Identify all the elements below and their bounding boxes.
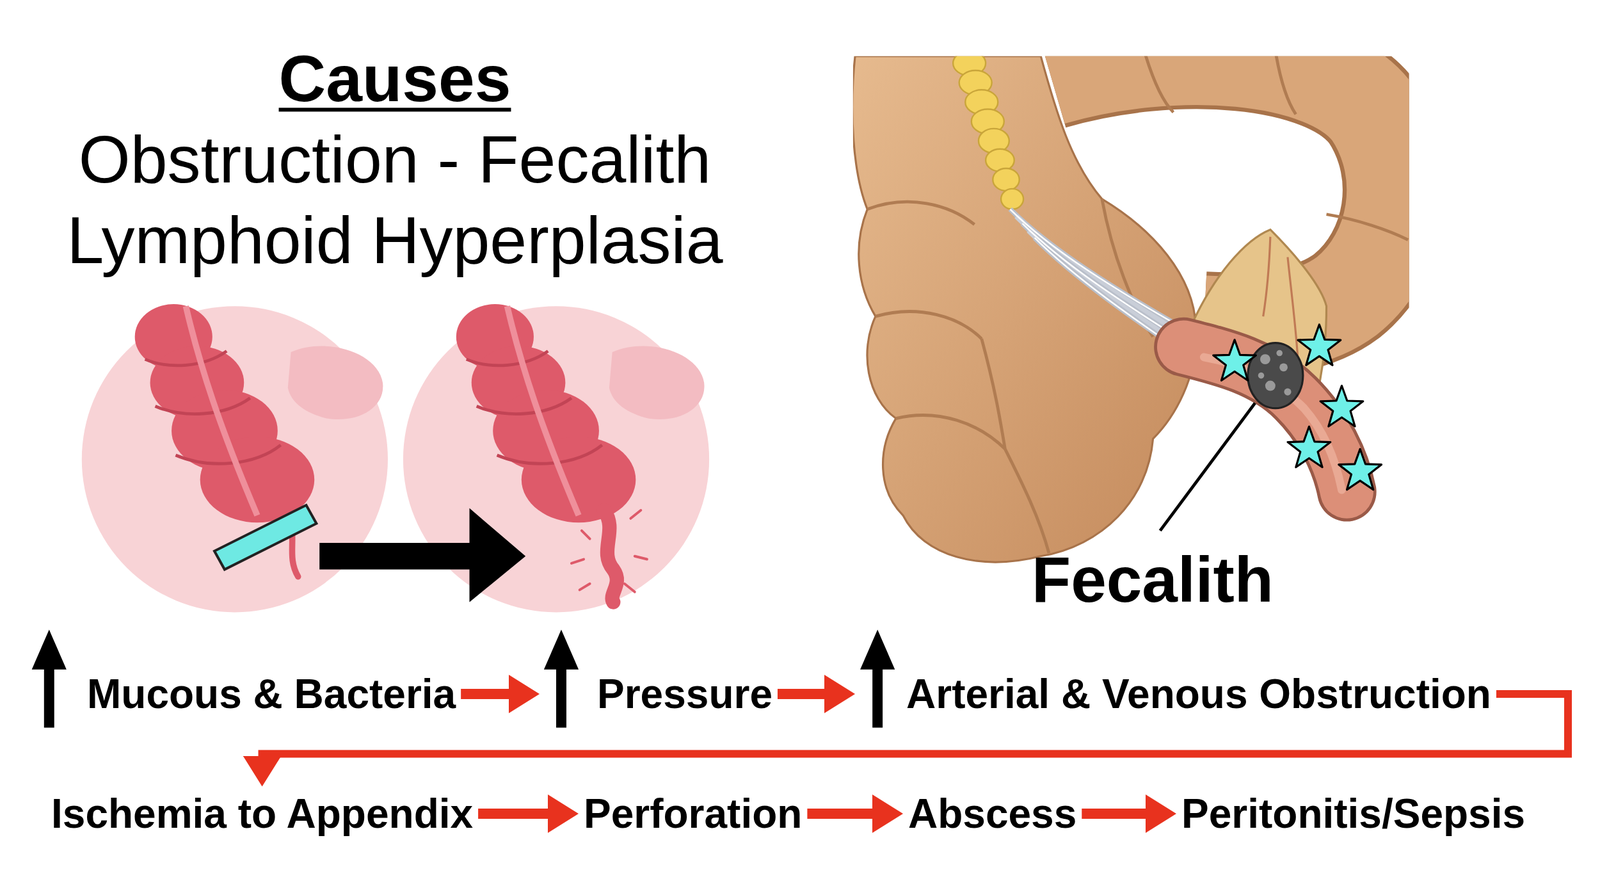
flow-step: Arterial & Venous Obstruction: [855, 666, 1497, 722]
flow-step: Abscess: [903, 786, 1082, 841]
leader-line: [1160, 403, 1256, 531]
star-symbol: [1213, 339, 1257, 381]
step-text: Abscess: [908, 789, 1077, 839]
flow-arrow: [1081, 808, 1151, 819]
part-label: Fecalith: [1031, 542, 1274, 617]
flow-arrow: [478, 808, 553, 819]
step-text: Pressure: [597, 669, 773, 719]
heading: Causes: [279, 41, 512, 117]
step-text: Peritonitis/Sepsis: [1181, 789, 1526, 839]
step-text: Ischemia to Appendix: [51, 789, 473, 839]
star-symbol: [1338, 448, 1382, 489]
cause-label: Lymphoid Hyperplasia: [66, 202, 723, 280]
colon-illustration: [853, 56, 1408, 562]
appendicular-vessel: [1263, 236, 1298, 360]
star-symbol: [1287, 426, 1331, 467]
cecum: [853, 56, 1197, 562]
fecalith: [1248, 343, 1304, 409]
progress-arrow: [319, 508, 526, 603]
increase-arrow: [544, 629, 579, 728]
increase-arrow: [860, 629, 895, 728]
star-symbol: [1320, 385, 1364, 427]
taenia: [507, 305, 580, 516]
flow-arrow: [777, 688, 830, 699]
cause-label: Obstruction - Fecalith: [78, 121, 712, 199]
fecalith-texture: [1258, 350, 1292, 396]
ileum: [288, 346, 384, 420]
flow-step: Mucous & Bacteria: [26, 666, 461, 722]
flow-arrow: [460, 688, 514, 699]
swollen-appendix: [604, 510, 617, 602]
flow-step: Peritonitis/Sepsis: [1176, 786, 1531, 841]
obstruction-bar: [214, 504, 317, 569]
inflammation-marks: [571, 510, 648, 592]
flow-step: Perforation: [578, 786, 808, 841]
step-text: Mucous & Bacteria: [87, 669, 456, 719]
flow-arrow: [807, 808, 878, 819]
increase-arrow: [32, 629, 67, 728]
flow-step: Ischemia to Appendix: [46, 786, 479, 841]
taenia: [185, 305, 258, 516]
star-symbol: [1297, 324, 1341, 365]
ileum: [609, 346, 705, 420]
haustra: [867, 199, 1153, 553]
fat-pad: [952, 56, 1024, 210]
step-text: Arterial & Venous Obstruction: [906, 669, 1492, 719]
step-text: Perforation: [583, 789, 802, 839]
haustra: [1143, 56, 1408, 240]
flow-step: Pressure: [539, 666, 778, 722]
